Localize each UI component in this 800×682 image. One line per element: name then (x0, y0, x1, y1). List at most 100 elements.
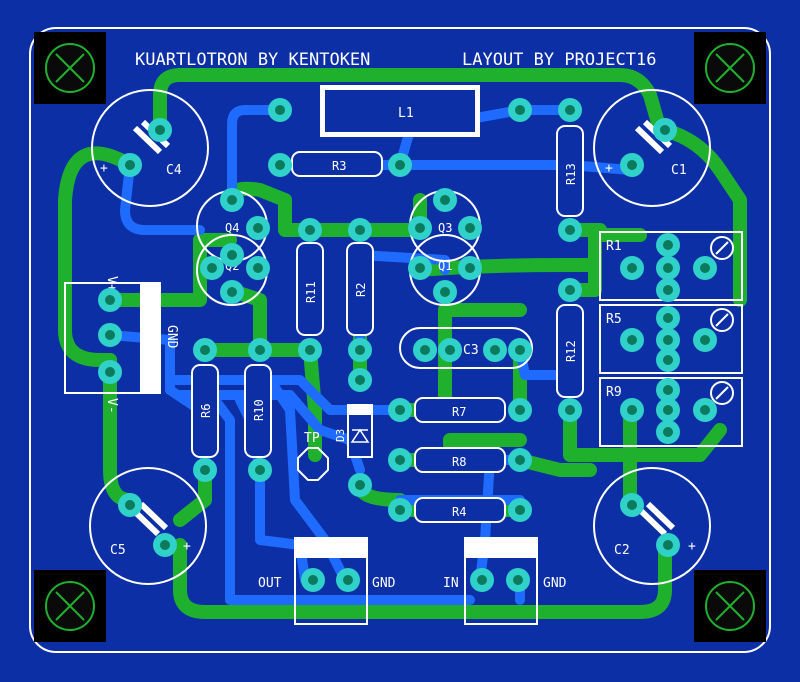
pad-drill-hole (490, 345, 500, 355)
pad-drill-hole (253, 263, 263, 273)
label-r7: R7 (452, 405, 466, 419)
pad-drill-hole (627, 405, 637, 415)
resistor-r7: R7 (414, 397, 506, 423)
plus-c2: + (688, 539, 696, 554)
label-in: IN (443, 576, 459, 591)
label-vplus: V+ (104, 276, 119, 292)
pad-drill-hole (515, 345, 525, 355)
label-r4: R4 (452, 505, 466, 519)
pad-drill-hole (663, 427, 673, 437)
resistor-r6: R6 (191, 364, 219, 458)
pad-drill-hole (308, 575, 318, 585)
test-point: TP (297, 431, 329, 481)
label-r11: R11 (304, 281, 318, 303)
pad-drill-hole (420, 345, 430, 355)
capacitor-c5: + C5 (89, 467, 207, 585)
pad-drill-hole (515, 405, 525, 415)
resistor-r12: R12 (556, 304, 584, 398)
diode-d3: D3 (334, 404, 373, 458)
label-r5: R5 (606, 312, 622, 327)
pad-drill-hole (355, 375, 365, 385)
capacitor-c2: + C2 (593, 467, 711, 585)
pad-drill-hole (565, 285, 575, 295)
pad-drill-hole (125, 500, 135, 510)
resistor-r13: R13 (556, 125, 584, 217)
header-left-title: KUARTLOTRON BY KENTOKEN (135, 50, 370, 70)
pad-drill-hole (477, 575, 487, 585)
power-connector: V+ V- GND (64, 276, 179, 414)
pad-drill-hole (565, 225, 575, 235)
mount-hole-bottom-left (34, 570, 106, 642)
pad-drill-hole (105, 367, 115, 377)
pad-drill-hole (515, 505, 525, 515)
label-d3: D3 (334, 429, 347, 442)
label-r8: R8 (452, 455, 466, 469)
resistor-r10: R10 (244, 364, 272, 458)
pad-drill-hole (227, 195, 237, 205)
pad-drill-hole (663, 240, 673, 250)
label-q1: Q1 (438, 259, 452, 273)
trimmer-r5: R5 (599, 304, 743, 374)
pad-drill-hole (440, 287, 450, 297)
pad-drill-hole (663, 385, 673, 395)
pad-drill-hole (445, 345, 455, 355)
pad-drill-hole (465, 263, 475, 273)
pad-drill-hole (160, 540, 170, 550)
pad-drill-hole (627, 160, 637, 170)
mount-hole-top-left (34, 32, 106, 104)
pad-drill-hole (627, 500, 637, 510)
pad-drill-hole (415, 223, 425, 233)
resistor-r2: R2 (346, 242, 374, 336)
label-r2: R2 (354, 283, 368, 297)
pad-drill-hole (395, 160, 405, 170)
pad-drill-hole (227, 287, 237, 297)
pad-drill-hole (255, 345, 265, 355)
pad-drill-hole (275, 105, 285, 115)
pad-drill-hole (105, 295, 115, 305)
pad-drill-hole (465, 223, 475, 233)
pad-drill-hole (565, 405, 575, 415)
label-vminus: V- (104, 398, 119, 414)
pad-drill-hole (105, 330, 115, 340)
input-connector: IN GND (443, 537, 567, 625)
label-r1: R1 (606, 239, 622, 254)
plus-c5: + (183, 539, 191, 554)
pad-drill-hole (355, 480, 365, 490)
pad-drill-hole (305, 345, 315, 355)
label-out-gnd: GND (372, 576, 396, 591)
label-r6: R6 (199, 404, 213, 418)
resistor-r4: R4 (414, 497, 506, 523)
label-tp: TP (304, 431, 320, 446)
label-c1: C1 (671, 163, 687, 178)
pad-drill-hole (395, 405, 405, 415)
pad-drill-hole (663, 355, 673, 365)
pad-drill-hole (355, 225, 365, 235)
pad-drill-hole (355, 345, 365, 355)
resistor-r8: R8 (414, 447, 506, 473)
label-l1: L1 (398, 106, 414, 121)
pad-drill-hole (305, 225, 315, 235)
label-q4: Q4 (225, 221, 239, 235)
pad-drill-hole (155, 125, 165, 135)
pad-drill-hole (627, 263, 637, 273)
header-right-title: LAYOUT BY PROJECT16 (462, 50, 656, 70)
plus-c4: + (100, 161, 108, 176)
mount-hole-top-right (694, 32, 766, 104)
pad-drill-hole (663, 405, 673, 415)
pad-drill-hole (395, 455, 405, 465)
label-power-gnd: GND (164, 325, 179, 349)
pad-drill-hole (663, 263, 673, 273)
trimmer-r9: R9 (599, 377, 743, 447)
pad-drill-hole (700, 405, 710, 415)
pad-drill-hole (515, 105, 525, 115)
board-outline (29, 27, 771, 653)
pad-drill-hole (663, 335, 673, 345)
pad-drill-hole (395, 505, 405, 515)
pad-drill-hole (515, 455, 525, 465)
plus-c1: + (605, 161, 613, 176)
pad-drill-hole (663, 285, 673, 295)
pad-drill-hole (125, 160, 135, 170)
label-c5: C5 (110, 543, 126, 558)
capacitor-c1: + C1 (593, 89, 711, 207)
capacitor-c3: C3 (399, 327, 533, 369)
